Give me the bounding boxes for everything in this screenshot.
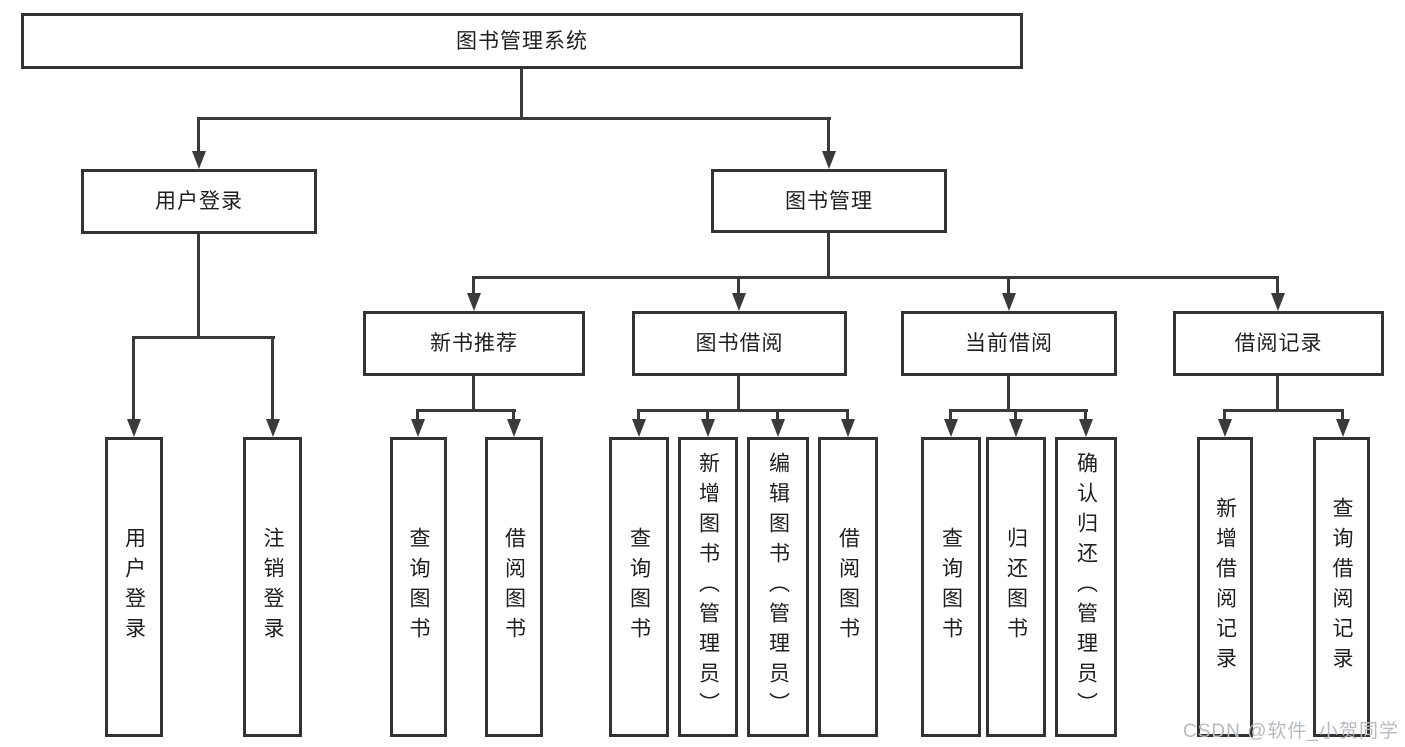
connector-line xyxy=(1276,376,1279,409)
connector-line xyxy=(197,117,200,151)
arrow-down-icon xyxy=(1336,419,1350,437)
connector-line xyxy=(1014,409,1017,419)
connector-line xyxy=(472,276,1279,279)
arrow-down-icon xyxy=(771,419,785,437)
connector-line xyxy=(1084,409,1087,419)
connector-line xyxy=(1341,409,1344,419)
connector-line xyxy=(776,409,779,419)
connector-line xyxy=(1007,376,1010,409)
connector-line xyxy=(1007,276,1010,293)
connector-line xyxy=(271,336,274,419)
arrow-down-icon xyxy=(266,419,280,437)
arrow-down-icon xyxy=(507,419,521,437)
connector-line xyxy=(197,117,831,120)
connector-line xyxy=(132,336,135,419)
connector-line xyxy=(637,409,849,412)
connector-line xyxy=(512,409,515,419)
node-borrowing-records: 借阅记录 xyxy=(1173,311,1384,376)
connector-line xyxy=(1223,409,1344,412)
arrow-down-icon xyxy=(192,151,206,169)
node-leaf-borrow-books-recommend: 借阅图书 xyxy=(485,437,543,737)
connector-line xyxy=(737,376,740,409)
arrow-down-icon xyxy=(467,293,481,311)
node-book-management: 图书管理 xyxy=(711,169,947,233)
connector-line xyxy=(472,376,475,409)
connector-line xyxy=(472,276,475,293)
connector-line xyxy=(827,117,830,151)
node-current-borrowing: 当前借阅 xyxy=(901,311,1117,376)
node-leaf-borrow-books-borrowing: 借阅图书 xyxy=(818,437,878,737)
arrow-down-icon xyxy=(944,419,958,437)
connector-line xyxy=(737,276,740,293)
arrow-down-icon xyxy=(1218,419,1232,437)
node-library-management-system: 图书管理系统 xyxy=(21,13,1023,69)
node-leaf-return-book: 归还图书 xyxy=(986,437,1046,737)
node-leaf-add-book-admin: 新增图书（管理员） xyxy=(678,437,738,737)
node-book-borrowing: 图书借阅 xyxy=(632,311,847,376)
node-leaf-query-books-recommend: 查询图书 xyxy=(390,437,447,737)
node-leaf-edit-book-admin: 编辑图书（管理员） xyxy=(747,437,809,737)
connector-line xyxy=(520,69,523,117)
arrow-down-icon xyxy=(701,419,715,437)
connector-line xyxy=(1223,409,1226,419)
connector-line xyxy=(949,409,1088,412)
arrow-down-icon xyxy=(1271,293,1285,311)
connector-line xyxy=(1276,276,1279,293)
connector-line xyxy=(132,336,275,339)
node-leaf-confirm-return-admin: 确认归还（管理员） xyxy=(1055,437,1117,737)
node-leaf-query-books-current: 查询图书 xyxy=(921,437,981,737)
node-user-login: 用户登录 xyxy=(81,169,317,234)
node-new-book-recommend: 新书推荐 xyxy=(363,311,585,376)
connector-line xyxy=(416,409,419,419)
connector-line xyxy=(637,409,640,419)
arrow-down-icon xyxy=(127,419,141,437)
arrow-down-icon xyxy=(411,419,425,437)
arrow-down-icon xyxy=(732,293,746,311)
node-leaf-user-login: 用户登录 xyxy=(105,437,163,737)
connector-line xyxy=(706,409,709,419)
node-leaf-query-books-borrowing: 查询图书 xyxy=(609,437,669,737)
connector-line xyxy=(197,234,200,336)
arrow-down-icon xyxy=(822,151,836,169)
csdn-watermark: CSDN @软件_小贺同学 xyxy=(1183,721,1399,742)
arrow-down-icon xyxy=(1009,419,1023,437)
node-leaf-query-borrow-record: 查询借阅记录 xyxy=(1313,437,1370,737)
connector-line xyxy=(846,409,849,419)
arrow-down-icon xyxy=(1002,293,1016,311)
arrow-down-icon xyxy=(841,419,855,437)
connector-line xyxy=(949,409,952,419)
arrow-down-icon xyxy=(1079,419,1093,437)
node-leaf-logout-login: 注销登录 xyxy=(243,437,302,737)
connector-line xyxy=(827,233,830,276)
connector-line xyxy=(416,409,516,412)
arrow-down-icon xyxy=(632,419,646,437)
node-leaf-add-borrow-record: 新增借阅记录 xyxy=(1197,437,1253,737)
